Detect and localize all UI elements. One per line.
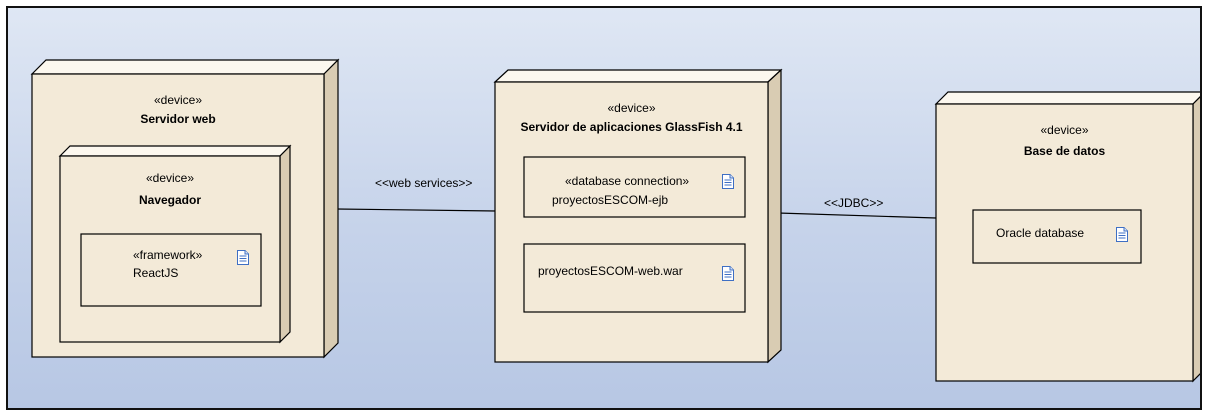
web-server-name: Servidor web bbox=[140, 112, 216, 126]
diagram-shapes bbox=[30, 58, 1200, 383]
document-icon bbox=[1116, 227, 1128, 242]
database-stereotype: «device» bbox=[1040, 123, 1089, 137]
war-name: proyectosESCOM-web.war bbox=[538, 264, 683, 278]
web-services-connector[interactable] bbox=[335, 208, 497, 212]
document-icon bbox=[237, 250, 249, 265]
browser-stereotype: «device» bbox=[145, 171, 195, 185]
database-name: Base de datos bbox=[1023, 144, 1106, 158]
jdbc-connector[interactable] bbox=[777, 212, 937, 219]
deployment-diagram-canvas: «device» Servidor web «device» Navegador… bbox=[6, 6, 1202, 410]
artifact-war-box[interactable] bbox=[523, 243, 746, 313]
web-services-label: <<web services>> bbox=[375, 176, 473, 190]
reactjs-stereotype: «framework» bbox=[133, 248, 203, 262]
browser-name: Navegador bbox=[138, 193, 202, 207]
ejb-name: proyectosESCOM-ejb bbox=[552, 193, 669, 207]
jdbc-label: <<JDBC>> bbox=[824, 196, 884, 210]
artifact-reactjs-box[interactable] bbox=[80, 233, 262, 307]
app-server-stereotype: «device» bbox=[607, 101, 656, 115]
app-server-name: Servidor de aplicaciones GlassFish 4.1 bbox=[520, 120, 743, 134]
document-icon bbox=[722, 174, 734, 189]
node-app-server[interactable] bbox=[493, 68, 783, 364]
artifact-ejb-box[interactable] bbox=[523, 156, 746, 218]
reactjs-name: ReactJS bbox=[133, 266, 179, 280]
document-icon bbox=[722, 266, 734, 281]
web-server-stereotype: «device» bbox=[153, 93, 203, 107]
ejb-stereotype: «database connection» bbox=[565, 174, 690, 188]
oracle-name: Oracle database bbox=[996, 226, 1085, 240]
artifact-oracle-box[interactable] bbox=[972, 209, 1142, 264]
